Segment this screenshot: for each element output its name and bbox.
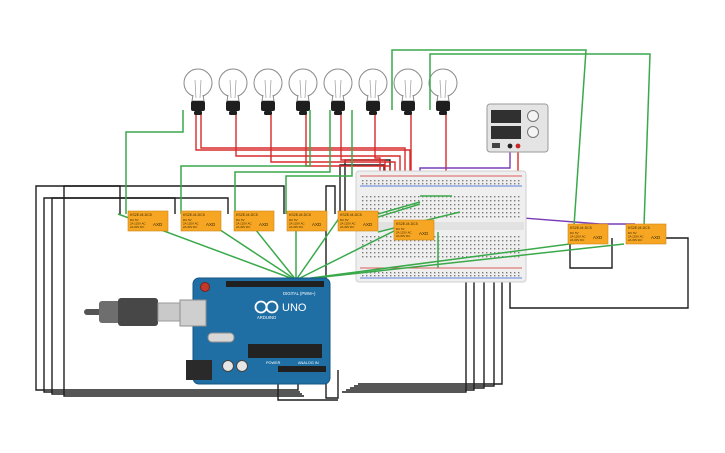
relay-code: AXD xyxy=(419,231,429,236)
relay-title: KS2E-M-DC5 xyxy=(236,213,258,217)
relay-spec: DC 5V xyxy=(289,218,298,222)
relay-title: KS2E-M-DC5 xyxy=(396,222,418,226)
relay-title: KS2E-M-DC5 xyxy=(183,213,205,217)
relay-spec: 2A 125V AC xyxy=(130,222,146,226)
relay-spec: 2A 125V AC xyxy=(183,222,199,226)
relay-spec: 2A 30V DC xyxy=(183,225,197,229)
relay-spec: 2A 30V DC xyxy=(236,225,250,229)
relay-spec: DC 5V xyxy=(396,227,405,231)
relay-spec: DC 5V xyxy=(628,231,637,235)
relay-spec: 2A 30V DC xyxy=(340,225,354,229)
relay-spec: DC 5V xyxy=(570,231,579,235)
relay-code: AXD xyxy=(312,222,322,227)
relay-spec: 2A 30V DC xyxy=(628,238,642,242)
light-bulb xyxy=(253,68,283,115)
arduino-power-label: POWER xyxy=(266,361,281,365)
relay-spec: 2A 125V AC xyxy=(236,222,252,226)
arduino-logo: ARDUINO xyxy=(254,300,279,320)
light-bulb xyxy=(428,68,458,115)
relay-title: KS2E-M-DC5 xyxy=(570,226,592,230)
relay-title: KS2E-M-DC5 xyxy=(130,213,152,217)
arduino-analog-label: ANALOG IN xyxy=(298,361,319,365)
relay-code: AXD xyxy=(593,235,603,240)
relay-spec: 2A 125V AC xyxy=(396,231,412,235)
usb-cable xyxy=(84,298,181,326)
relay-title: KS2E-M-DC5 xyxy=(628,226,650,230)
relay-spec: DC 5V xyxy=(236,218,245,222)
relay-code: AXD xyxy=(651,235,661,240)
relay-spec: DC 5V xyxy=(183,218,192,222)
breadboard[interactable] xyxy=(355,170,527,283)
relay-spec: 2A 30V DC xyxy=(396,234,410,238)
relay-spec: 2A 125V AC xyxy=(570,235,586,239)
light-bulb xyxy=(288,68,318,115)
relay-spec: 2A 30V DC xyxy=(130,225,144,229)
relay-code: AXD xyxy=(206,222,216,227)
arduino-digital-label: DIGITAL (PWM~) xyxy=(283,291,316,296)
relay-spec: 2A 30V DC xyxy=(289,225,303,229)
light-bulb xyxy=(358,68,388,115)
relay-code: AXD xyxy=(153,222,163,227)
relay-spec: 2A 125V AC xyxy=(340,222,356,226)
relay-code: AXD xyxy=(259,222,269,227)
light-bulb xyxy=(183,68,213,115)
arduino-model: UNO xyxy=(282,302,307,314)
light-bulb xyxy=(218,68,248,115)
relay-title: KS2E-M-DC5 xyxy=(289,213,311,217)
relay-spec: 2A 30V DC xyxy=(570,238,584,242)
arduino-brand: ARDUINO xyxy=(257,315,277,320)
relay-code: AXD xyxy=(363,222,373,227)
relay-spec: 2A 125V AC xyxy=(628,235,644,239)
light-bulb xyxy=(393,68,423,115)
arduino-uno[interactable]: DIGITAL (PWM~) ARDUINO UNO POWER ANALOG … xyxy=(84,277,331,385)
relay-title: KS2E-M-DC5 xyxy=(340,213,362,217)
light-bulbs xyxy=(183,68,458,115)
light-bulb xyxy=(323,68,353,115)
relay-spec: DC 5V xyxy=(340,218,349,222)
relay-spec: DC 5V xyxy=(130,218,139,222)
relay-spec: 2A 125V AC xyxy=(289,222,305,226)
power-supply[interactable] xyxy=(486,103,549,153)
